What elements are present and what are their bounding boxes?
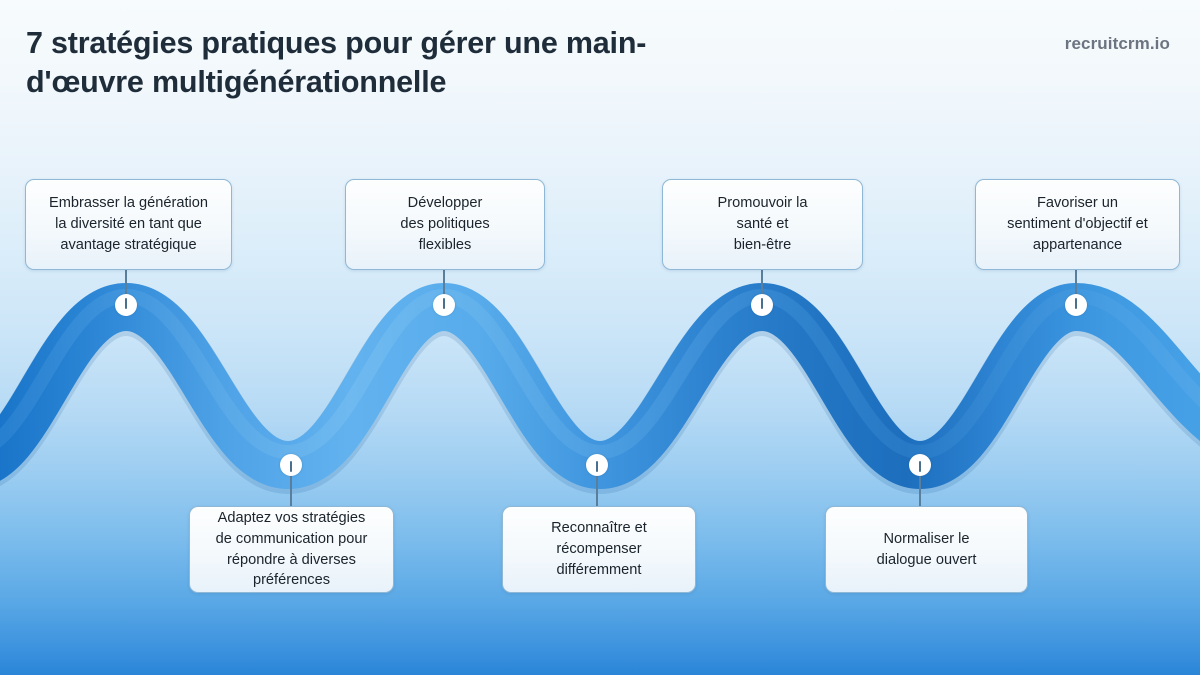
step-card-6[interactable]: Normaliser le dialogue ouvert <box>825 506 1028 593</box>
node-dot-step-1 <box>115 294 137 316</box>
step-card-5[interactable]: Promouvoir la santé et bien-être <box>662 179 863 270</box>
connector-line-step-5 <box>761 270 763 300</box>
step-card-3[interactable]: Développer des politiques flexibles <box>345 179 545 270</box>
connector-line-step-4 <box>596 470 598 506</box>
step-card-3-text: Développer des politiques flexibles <box>400 195 490 253</box>
step-card-2[interactable]: Adaptez vos stratégies de communication … <box>189 506 394 593</box>
node-dot-step-2 <box>280 454 302 476</box>
step-card-7-text: Favoriser un sentiment d'objectif et app… <box>1007 195 1148 253</box>
connector-line-step-6 <box>919 470 921 506</box>
step-card-2-text: Adaptez vos stratégies de communication … <box>215 510 368 589</box>
node-dot-step-7 <box>1065 294 1087 316</box>
node-dot-step-4 <box>586 454 608 476</box>
step-card-1-text: Embrasser la génération la diversité en … <box>49 195 208 253</box>
connector-line-step-1 <box>125 270 127 300</box>
step-card-5-text: Promouvoir la santé et bien-être <box>717 195 808 253</box>
step-card-7[interactable]: Favoriser un sentiment d'objectif et app… <box>975 179 1180 270</box>
node-dot-step-5 <box>751 294 773 316</box>
connector-line-step-2 <box>290 470 292 506</box>
page-title: 7 stratégies pratiques pour gérer une ma… <box>26 26 647 100</box>
step-card-4[interactable]: Reconnaître et récompenser différemment <box>502 506 696 593</box>
brand-logo: recruitcrm.io <box>1064 34 1170 53</box>
connector-line-step-3 <box>443 270 445 300</box>
step-card-4-text: Reconnaître et récompenser différemment <box>551 520 647 578</box>
node-dot-step-3 <box>433 294 455 316</box>
connector-line-step-7 <box>1075 270 1077 300</box>
step-card-6-text: Normaliser le dialogue ouvert <box>876 530 977 568</box>
header: 7 stratégies pratiques pour gérer une ma… <box>0 0 1200 150</box>
step-card-1[interactable]: Embrasser la génération la diversité en … <box>25 179 232 270</box>
node-dot-step-6 <box>909 454 931 476</box>
